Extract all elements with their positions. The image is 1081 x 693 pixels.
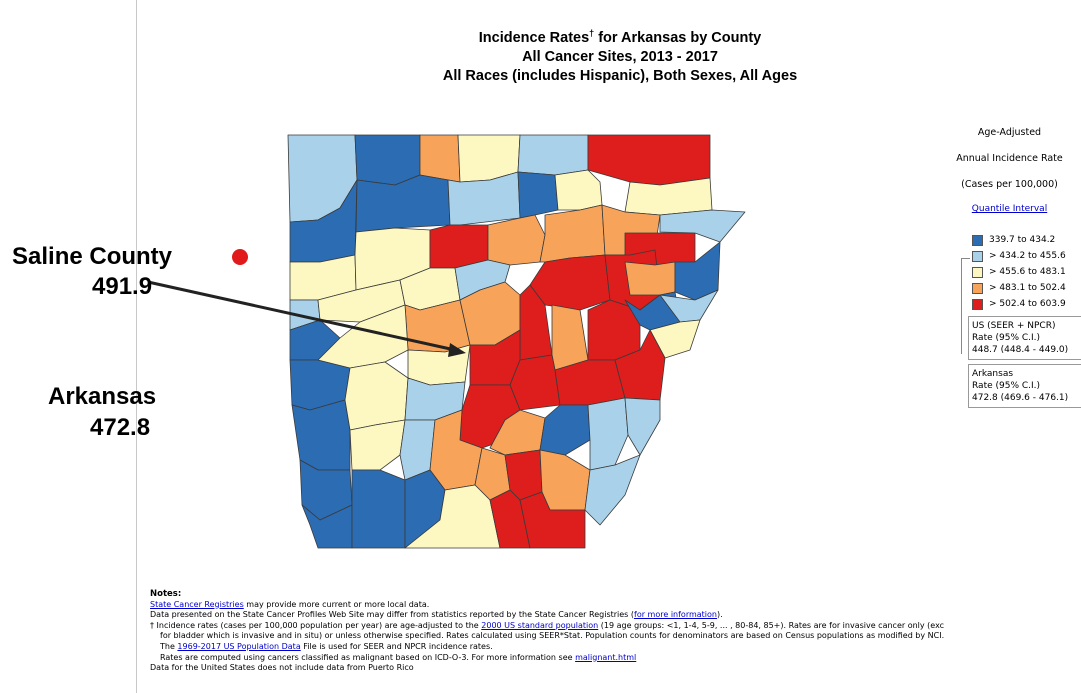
us-rate-label: Rate (95% C.I.) [972,333,1041,343]
legend-label: > 502.4 to 603.9 [989,299,1066,309]
quantile-interval-link[interactable]: Quantile Interval [971,204,1048,214]
notes-section: Notes: State Cancer Registries may provi… [150,589,1081,674]
arrow-head [448,343,466,357]
county[interactable] [539,404,591,456]
arkansas-rate-value: 472.8 (469.6 - 476.1) [972,393,1069,403]
county[interactable] [429,224,489,269]
more-information-link[interactable]: for more information [634,610,717,620]
county[interactable] [624,177,713,216]
notes-line-2: Data presented on the State Cancer Profi… [150,610,723,620]
county[interactable] [351,469,406,549]
notes-line-3: † Incidence rates (cases per 100,000 pop… [150,620,945,630]
notes-line-1: State Cancer Registries may provide more… [150,599,430,609]
legend-header-2: Annual Incidence Rate [956,153,1063,164]
callout-arrow [147,280,456,352]
map-title: Incidence Rates† for Arkansas by County … [350,24,890,86]
county[interactable] [487,214,546,266]
county[interactable] [539,204,606,263]
page-divider [136,0,137,693]
county[interactable] [519,491,586,549]
county[interactable] [354,134,421,186]
legend-label: > 455.6 to 483.1 [989,267,1066,277]
arkansas-rate-label: Rate (95% C.I.) [972,381,1041,391]
us-rate-title: US (SEER + NPCR) [972,321,1056,331]
notes-heading: Notes: [150,589,182,599]
county[interactable] [344,361,409,431]
legend-bracket [961,258,970,354]
county[interactable] [587,397,629,471]
us-rate-value: 448.7 (448.4 - 449.0) [972,345,1069,355]
standard-population-link[interactable]: 2000 US standard population [481,620,599,630]
title-line-3: All Races (includes Hispanic), Both Sexe… [442,67,798,84]
population-data-link[interactable]: 1969-2017 US Population Data [177,641,301,651]
county-callout-value: 491.9 [92,273,153,300]
map-legend: Age-Adjusted Annual Incidence Rate (Case… [938,120,1081,408]
arkansas-rate-box: Arkansas Rate (95% C.I.) 472.8 (469.6 - … [968,364,1081,408]
state-callout-value: 472.8 [90,414,151,441]
county[interactable] [355,174,451,233]
county[interactable] [587,134,711,186]
county-marker-dot [232,249,248,265]
legend-swatch [972,282,983,294]
county[interactable] [554,169,603,211]
county[interactable] [517,171,559,219]
legend-swatch [972,234,983,246]
legend-label: > 483.1 to 502.4 [989,283,1066,293]
county[interactable] [554,359,626,406]
state-registries-link[interactable]: State Cancer Registries [150,599,244,609]
legend-label: > 434.2 to 455.6 [989,251,1066,261]
county[interactable] [624,397,661,456]
legend-swatch [972,266,983,278]
title-line-1: Incidence Rates† for Arkansas by County [478,28,762,46]
malignant-link[interactable]: malignant.html [575,652,637,662]
legend-label: 339.7 to 434.2 [989,235,1056,245]
state-callout-name: Arkansas [48,383,157,410]
county[interactable] [659,289,719,323]
legend-item: > 483.1 to 502.4 [938,280,1081,296]
county[interactable] [624,261,676,296]
county[interactable] [539,449,591,511]
notes-line-7: Data for the United States does not incl… [150,663,414,673]
notes-line-5: The 1969-2017 US Population Data File is… [160,641,493,651]
legend-swatch [972,298,983,310]
notes-line-4: for bladder which is invasive and in sit… [160,631,945,641]
legend-header-1: Age-Adjusted [977,127,1042,138]
legend-swatch [972,250,983,262]
legend-header-3: (Cases per 100,000) [961,179,1058,190]
county[interactable] [517,134,589,176]
legend-item: > 434.2 to 455.6 [938,248,1081,264]
legend-item: > 502.4 to 603.9 [938,296,1081,312]
county[interactable] [291,399,351,471]
county[interactable] [551,304,589,371]
legend-item: 339.7 to 434.2 [938,232,1081,248]
county[interactable] [649,319,701,359]
title-line-2: All Cancer Sites, 2013 - 2017 [522,48,718,65]
notes-line-6: Rates are computed using cancers classif… [160,652,637,662]
legend-item: > 455.6 to 483.1 [938,264,1081,280]
arkansas-rate-title: Arkansas [972,369,1014,379]
legend-items: 339.7 to 434.2 > 434.2 to 455.6 > 455.6 … [938,232,1081,312]
county[interactable] [419,134,461,183]
us-rate-box: US (SEER + NPCR) Rate (95% C.I.) 448.7 (… [968,316,1081,360]
county-callout-name: Saline County [12,243,173,270]
county[interactable] [317,304,409,369]
